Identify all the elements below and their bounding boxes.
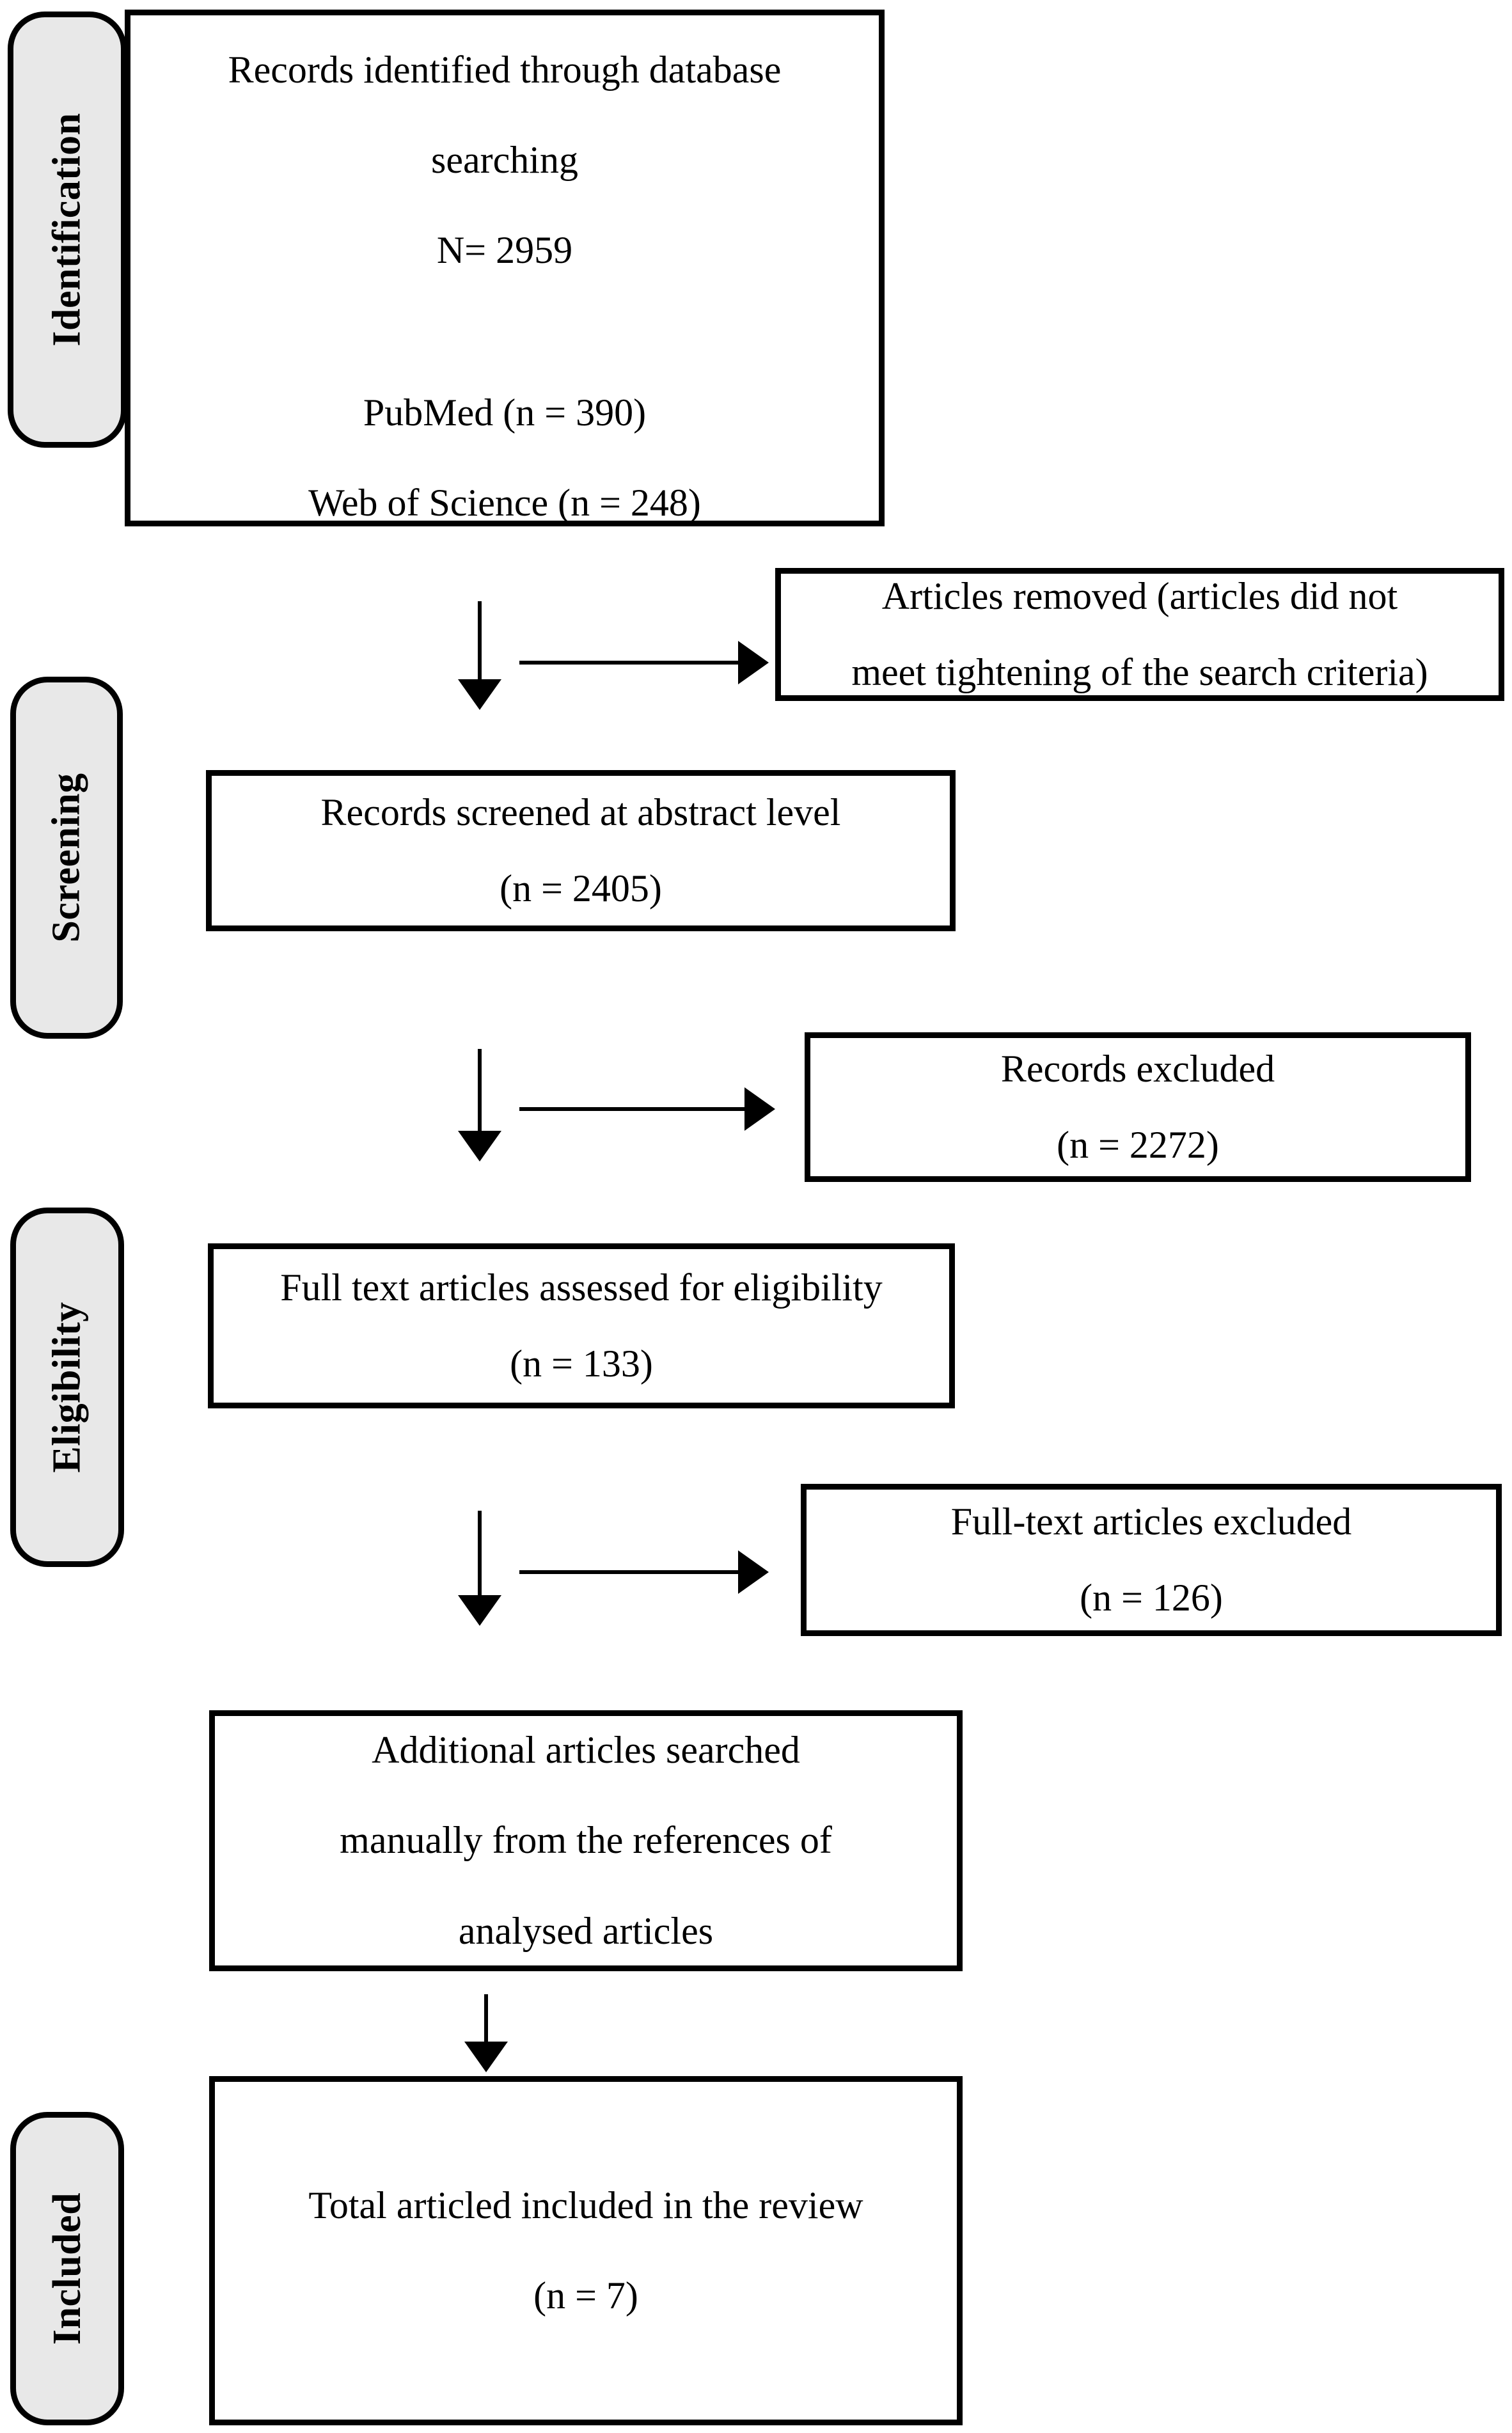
box-records-identified: Records identified through database sear… <box>125 10 885 526</box>
stage-tab-included-label: Included <box>45 2192 90 2345</box>
box-additional-articles-line-3: analysed articles <box>458 1909 714 1952</box>
box-records-identified-source-wos: Web of Science (n = 248) <box>308 481 701 524</box>
arrow-screening-to-eligibility <box>458 1049 501 1161</box>
box-fulltext-assessed-label: Full text articles assessed for eligibil… <box>280 1266 883 1309</box>
box-articles-removed: Articles removed (articles did not meet … <box>775 568 1504 701</box>
arrow-shaft <box>478 1511 482 1595</box>
arrow-eligibility-to-included <box>458 1511 501 1626</box>
arrow-head-down-icon <box>458 1595 501 1626</box>
arrow-identification-to-screening <box>458 601 501 710</box>
box-fulltext-excluded-label: Full-text articles excluded <box>950 1500 1352 1543</box>
stage-tab-screening-label: Screening <box>45 773 88 943</box>
box-fulltext-excluded: Full-text articles excluded (n = 126) <box>801 1484 1502 1636</box>
box-records-screened-count: (n = 2405) <box>500 867 662 909</box>
box-articles-removed-line-2: meet tightening of the search criteria) <box>851 651 1428 693</box>
box-additional-articles-line-1: Additional articles searched <box>372 1729 800 1772</box>
arrow-to-records-excluded <box>519 1087 775 1131</box>
arrow-shaft <box>478 1049 482 1131</box>
box-records-excluded: Records excluded (n = 2272) <box>805 1032 1471 1182</box>
stage-tab-screening: Screening <box>10 677 123 1039</box>
arrow-head-down-icon <box>458 679 501 710</box>
arrow-head-right-icon <box>738 641 769 684</box>
arrow-shaft <box>478 601 482 679</box>
arrow-head-right-icon <box>744 1087 775 1131</box>
arrow-shaft <box>519 1107 744 1111</box>
box-total-included-label: Total articled included in the review <box>308 2184 863 2226</box>
arrow-head-right-icon <box>738 1550 769 1594</box>
box-records-excluded-count: (n = 2272) <box>1057 1124 1219 1166</box>
box-fulltext-assessed-count: (n = 133) <box>510 1342 653 1385</box>
arrow-shaft <box>484 1994 488 2042</box>
arrow-additional-to-total <box>464 1994 508 2072</box>
stage-tab-identification: Identification <box>8 12 127 448</box>
arrow-head-down-icon <box>464 2042 508 2072</box>
box-additional-articles-line-2: manually from the references of <box>340 1819 832 1862</box>
arrow-to-fulltext-excluded <box>519 1550 769 1594</box>
stage-tab-included: Included <box>10 2112 124 2425</box>
box-records-excluded-label: Records excluded <box>1000 1047 1275 1090</box>
arrow-head-down-icon <box>458 1131 501 1161</box>
box-records-identified-line-2: searching <box>431 139 578 182</box>
box-records-identified-count: N= 2959 <box>436 229 573 272</box>
stage-tab-identification-label: Identification <box>45 113 90 347</box>
arrow-shaft <box>519 661 738 665</box>
box-records-identified-line-1: Records identified through database <box>228 49 782 91</box>
arrow-shaft <box>519 1570 738 1574</box>
box-articles-removed-line-1: Articles removed (articles did not <box>881 574 1398 617</box>
box-fulltext-assessed: Full text articles assessed for eligibil… <box>208 1243 955 1408</box>
box-fulltext-excluded-count: (n = 126) <box>1080 1577 1223 1619</box>
box-total-included-count: (n = 7) <box>533 2274 638 2317</box>
box-additional-articles: Additional articles searched manually fr… <box>209 1710 963 1971</box>
stage-tab-eligibility: Eligibility <box>10 1208 124 1567</box>
box-records-identified-source-pubmed: PubMed (n = 390) <box>363 391 647 434</box>
box-records-screened: Records screened at abstract level (n = … <box>206 770 956 931</box>
arrow-to-articles-removed <box>519 641 769 684</box>
box-records-screened-label: Records screened at abstract level <box>320 791 841 833</box>
box-total-included: Total articled included in the review (n… <box>209 2076 963 2425</box>
stage-tab-eligibility-label: Eligibility <box>45 1302 89 1473</box>
